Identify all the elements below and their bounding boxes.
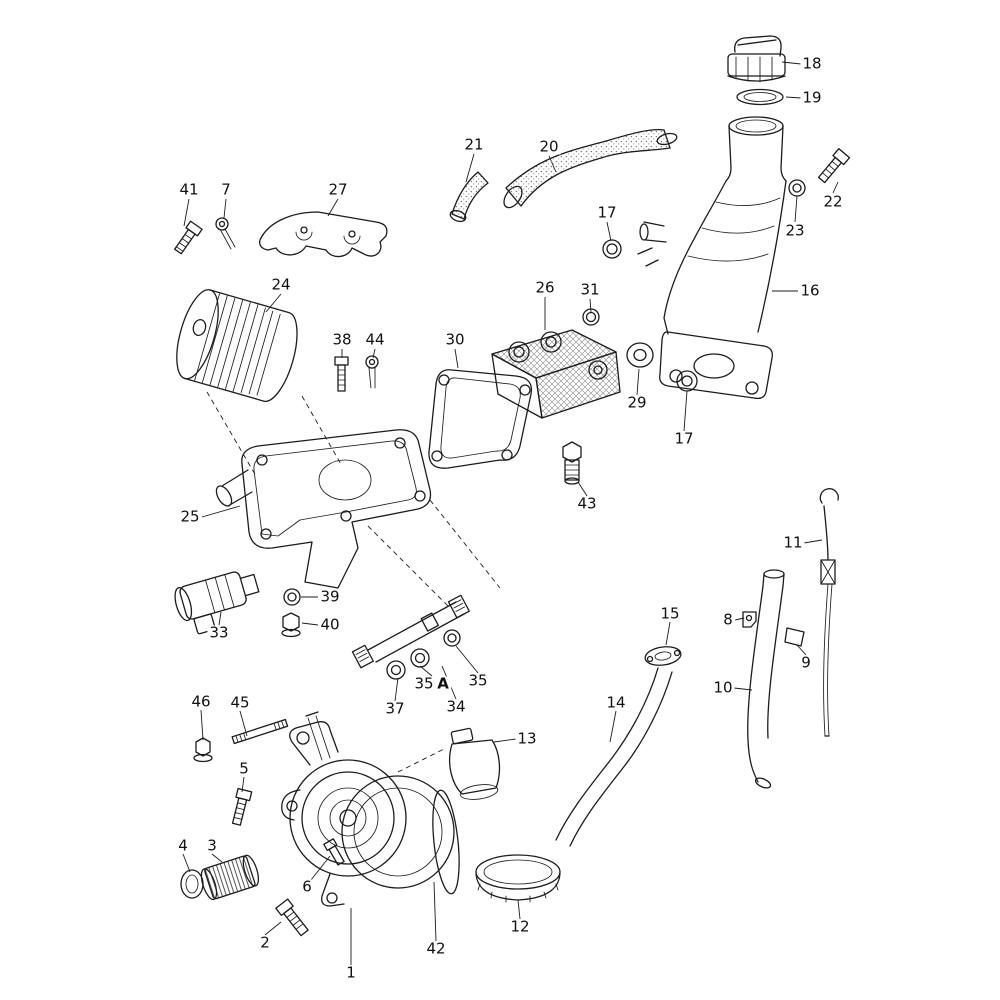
- seal-37: [386, 660, 406, 680]
- seal-ring-4: [180, 869, 204, 899]
- pickup-13: [448, 727, 501, 800]
- oil-strainer-12: [475, 854, 561, 903]
- seal-29: [626, 342, 654, 368]
- o-ring-31: [582, 308, 600, 326]
- shaft-sleeve-3: [200, 854, 260, 901]
- suction-pipe-14: [555, 667, 673, 847]
- leader-lines: [182, 61, 839, 965]
- cooler-gasket-30: [428, 369, 533, 469]
- seal-17-lower: [676, 370, 698, 392]
- plug-40: [281, 612, 301, 638]
- washer-23: [788, 179, 806, 197]
- clamp-8: [742, 611, 757, 628]
- sealing-ring-19: [736, 88, 784, 106]
- pump-gasket-42: [432, 789, 460, 895]
- dipstick-tube-10: [747, 569, 785, 789]
- union-fitting-43: [562, 441, 582, 485]
- seal-17-upper: [602, 239, 622, 259]
- oil-cooler-26: [491, 329, 621, 419]
- seal-39: [283, 588, 301, 606]
- oil-pump-1: [281, 711, 460, 907]
- stud-7: [215, 217, 236, 250]
- seal-35a: [410, 648, 430, 668]
- breather-hose-20: [503, 128, 678, 209]
- oil-pipe-34: [351, 594, 470, 669]
- bolt-41: [174, 220, 203, 255]
- bolt-38: [334, 356, 349, 392]
- stud-45: [231, 718, 289, 745]
- flange-15: [644, 646, 682, 666]
- clip-9: [784, 627, 805, 647]
- seal-35b: [443, 629, 461, 647]
- oil-filter-cartridge: [176, 289, 298, 402]
- oil-pressure-sender-33: [174, 571, 260, 635]
- alignment-lines: [206, 391, 501, 773]
- filter-console-25: [215, 429, 432, 589]
- bolt-22: [817, 147, 851, 184]
- bolt-5: [231, 787, 253, 826]
- breather-hose-21: [449, 171, 489, 223]
- dipstick-11: [819, 488, 839, 737]
- stud-44: [365, 355, 379, 389]
- bolt-2: [275, 898, 309, 937]
- nut-46: [193, 737, 213, 763]
- support-bracket-27: [259, 211, 388, 258]
- bolt-6: [323, 838, 345, 866]
- oil-filler-neck: [637, 116, 787, 400]
- oil-filler-cap: [727, 35, 786, 83]
